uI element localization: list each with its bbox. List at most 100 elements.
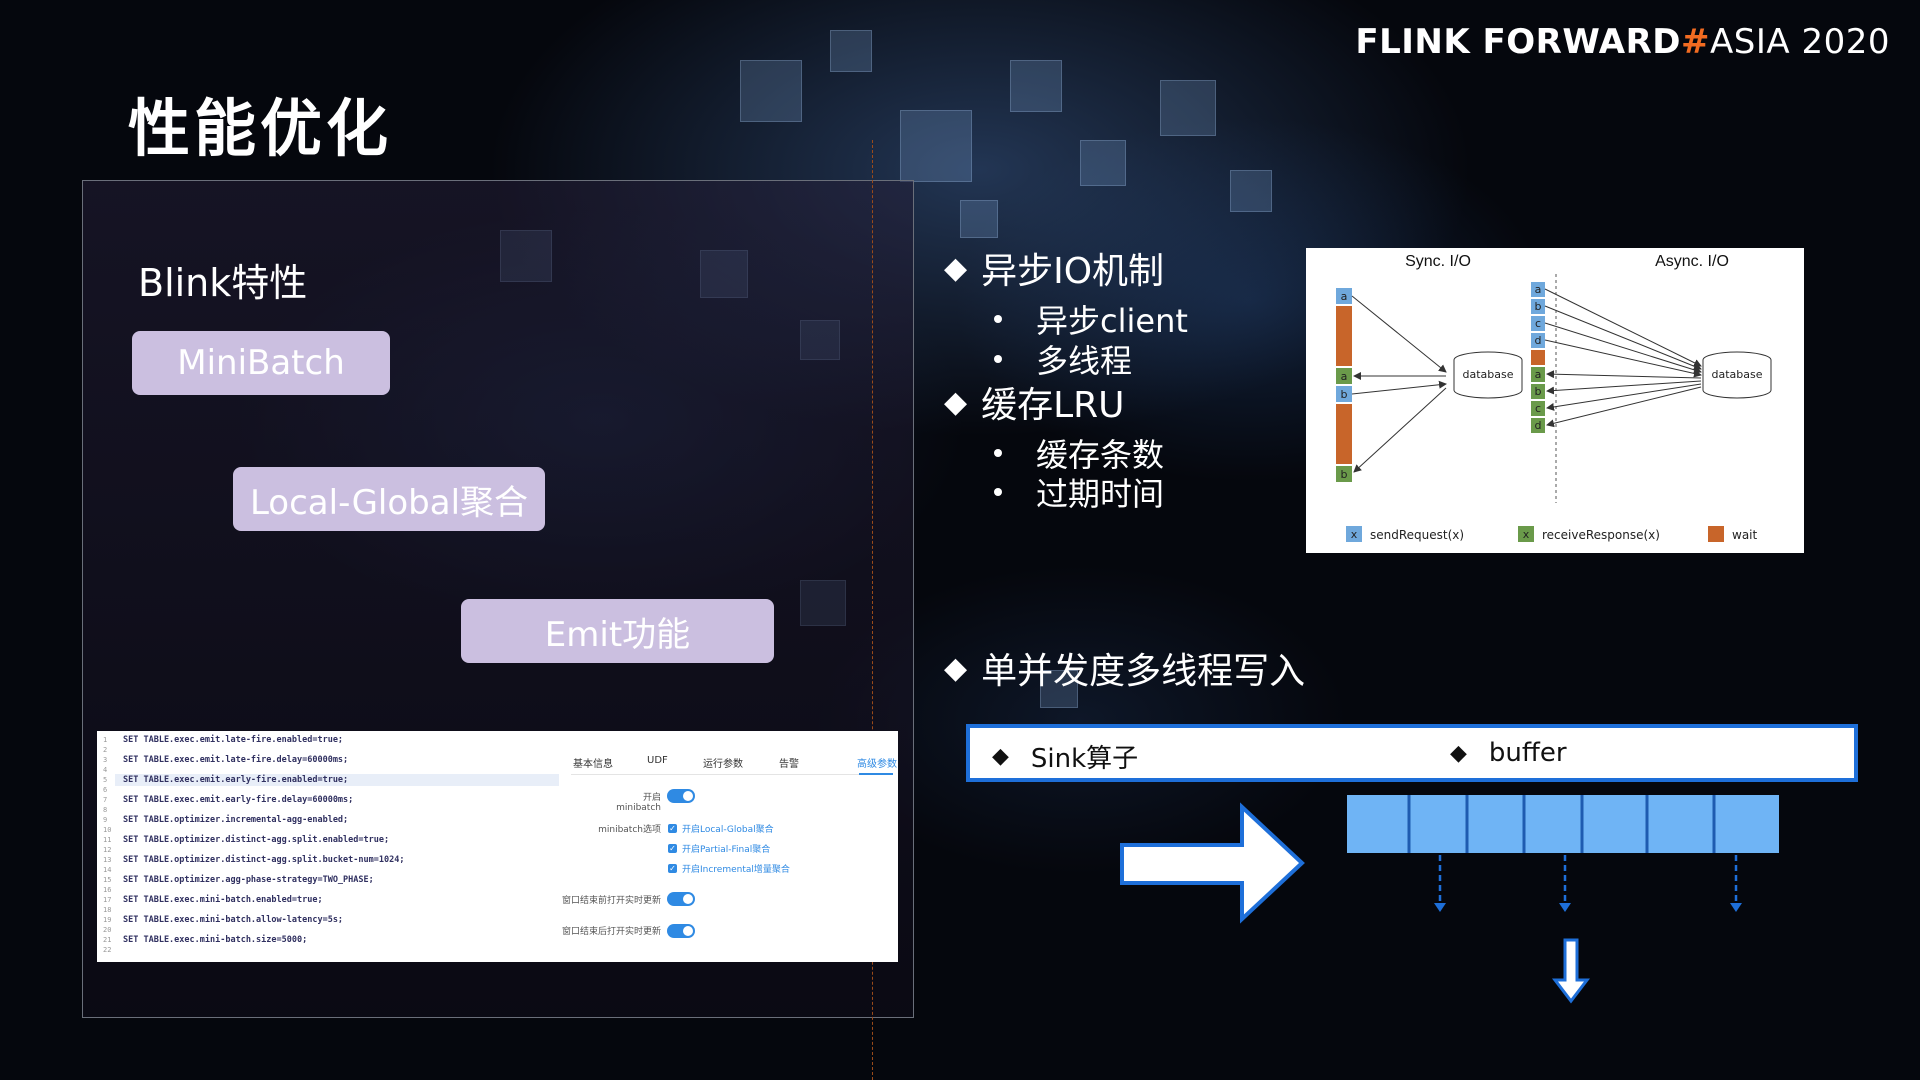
svg-text:a: a <box>1341 290 1348 303</box>
active-tab-indicator <box>859 773 893 775</box>
background-cube <box>1160 80 1216 136</box>
io-diagram-svg: Sync. I/O Async. I/O a a b b database a … <box>1336 253 1772 542</box>
dot-icon <box>994 449 1002 457</box>
svg-text:receiveResponse(x): receiveResponse(x) <box>1542 528 1660 542</box>
dashed-down-arrows <box>1438 855 1738 903</box>
io-legend: x sendRequest(x) x receiveResponse(x) wa… <box>1346 526 1758 542</box>
code-line: SET TABLE.exec.mini-batch.allow-latency=… <box>123 915 344 925</box>
code-line: SET TABLE.optimizer.distinct-agg.split.e… <box>123 835 390 845</box>
background-cube <box>1230 170 1272 212</box>
sync-database: database <box>1453 351 1523 399</box>
svg-text:b: b <box>1341 388 1348 401</box>
sync-send-b <box>1336 386 1352 402</box>
sync-title: Sync. I/O <box>1405 253 1471 270</box>
sync-send-a <box>1336 288 1352 304</box>
sink-operator-label: ◆Sink算子 <box>992 744 1139 774</box>
background-cube <box>900 110 972 182</box>
svg-text:a: a <box>1535 283 1542 296</box>
diamond-icon: ◆ <box>944 250 968 286</box>
svg-text:x: x <box>1351 528 1358 541</box>
sync-wait-1 <box>1336 306 1352 366</box>
code-line: SET TABLE.optimizer.agg-phase-strategy=T… <box>123 875 374 885</box>
minibatch-toggle[interactable] <box>667 789 695 803</box>
svg-text:b: b <box>1535 385 1542 398</box>
io-diagram: Sync. I/O Async. I/O a a b b database a … <box>1306 248 1804 553</box>
svg-text:b: b <box>1535 300 1542 313</box>
async-title: Async. I/O <box>1655 253 1729 270</box>
tab-runtime-params[interactable]: 运行参数 <box>703 759 743 770</box>
sink-flow-diagram <box>1120 795 1779 1004</box>
svg-text:b: b <box>1341 468 1348 481</box>
code-line: SET TABLE.optimizer.distinct-agg.split.b… <box>123 855 405 865</box>
sync-recv-b <box>1336 466 1352 482</box>
down-arrow-icon <box>1551 938 1591 1004</box>
checkbox-local-global[interactable]: ✓ <box>668 824 677 833</box>
code-line: SET TABLE.exec.emit.late-fire.delay=6000… <box>123 755 349 765</box>
svg-text:database: database <box>1712 368 1763 381</box>
advanced-settings-panel: 基本信息 UDF 运行参数 告警 高级参数 开启minibatch miniba… <box>559 731 898 962</box>
async-database: database <box>1702 351 1772 399</box>
sink-box: ◆Sink算子 ◆buffer <box>966 724 1858 782</box>
emit-pill: Emit功能 <box>461 599 774 663</box>
local-global-pill: Local-Global聚合 <box>233 467 545 531</box>
diamond-icon: ◆ <box>992 744 1009 769</box>
svg-text:d: d <box>1535 334 1542 347</box>
dot-icon <box>994 488 1002 496</box>
diamond-icon: ◆ <box>944 650 968 686</box>
svg-text:c: c <box>1535 317 1541 330</box>
guide-line <box>872 140 873 1080</box>
code-line: SET TABLE.exec.emit.early-fire.enabled=t… <box>123 775 349 785</box>
window-before-toggle[interactable] <box>667 892 695 906</box>
sync-recv-a <box>1336 368 1352 384</box>
checkbox-partial-final[interactable]: ✓ <box>668 844 677 853</box>
window-after-toggle[interactable] <box>667 924 695 938</box>
window-after-label: 窗口结束后打开实时更新 <box>561 927 661 937</box>
background-cube <box>740 60 802 122</box>
bullet-single-parallel: ◆单并发度多线程写入 <box>944 650 1306 693</box>
background-cube <box>960 200 998 238</box>
page-title: 性能优化 <box>128 92 393 165</box>
sync-wait-2 <box>1336 404 1352 464</box>
code-line: SET TABLE.exec.mini-batch.size=5000; <box>123 935 308 945</box>
background-cube <box>1080 140 1126 186</box>
tab-basic-info[interactable]: 基本信息 <box>573 759 613 770</box>
code-line: SET TABLE.exec.emit.late-fire.enabled=tr… <box>123 735 344 745</box>
highlighted-line <box>115 774 559 786</box>
svg-text:d: d <box>1535 419 1542 432</box>
option-local-global: 开启Local-Global聚合 <box>682 825 774 835</box>
diamond-icon: ◆ <box>1450 740 1467 766</box>
bullet-cache-lru: ◆缓存LRU <box>944 384 1125 427</box>
svg-text:c: c <box>1535 402 1541 415</box>
diamond-icon: ◆ <box>944 384 968 420</box>
dashed-arrow-heads <box>1434 903 1742 912</box>
window-before-label: 窗口结束前打开实时更新 <box>561 896 661 906</box>
svg-text:wait: wait <box>1732 528 1758 542</box>
bullet-async-io: ◆异步IO机制 <box>944 250 1165 293</box>
svg-text:sendRequest(x): sendRequest(x) <box>1370 528 1464 542</box>
option-partial-final: 开启Partial-Final聚合 <box>682 845 771 855</box>
buffer-bar <box>1347 795 1779 853</box>
bullet-expire-time: 过期时间 <box>994 469 1164 515</box>
background-cube <box>1010 60 1062 112</box>
bullet-cache-count: 缓存条数 <box>994 430 1164 476</box>
dot-icon <box>994 315 1002 323</box>
tab-udf[interactable]: UDF <box>647 755 668 766</box>
minibatch-options-label: minibatch选项 <box>598 825 661 835</box>
svg-text:x: x <box>1523 528 1530 541</box>
tab-advanced-params[interactable]: 高级参数 <box>857 759 897 770</box>
background-cube <box>830 30 872 72</box>
buffer-label: ◆buffer <box>1450 738 1567 768</box>
blink-features-title: Blink特性 <box>138 261 308 305</box>
minibatch-pill: MiniBatch <box>132 331 390 395</box>
tab-alerts[interactable]: 告警 <box>779 759 799 770</box>
svg-text:a: a <box>1535 368 1542 381</box>
checkbox-incremental[interactable]: ✓ <box>668 864 677 873</box>
async-send-stack: a b c d <box>1531 282 1545 365</box>
bullet-async-client: 异步client <box>994 296 1188 342</box>
async-recv-stack: a b c d <box>1531 367 1545 433</box>
right-arrow-icon <box>1120 802 1305 924</box>
svg-text:a: a <box>1341 370 1348 383</box>
code-line: SET TABLE.exec.emit.early-fire.delay=600… <box>123 795 354 805</box>
